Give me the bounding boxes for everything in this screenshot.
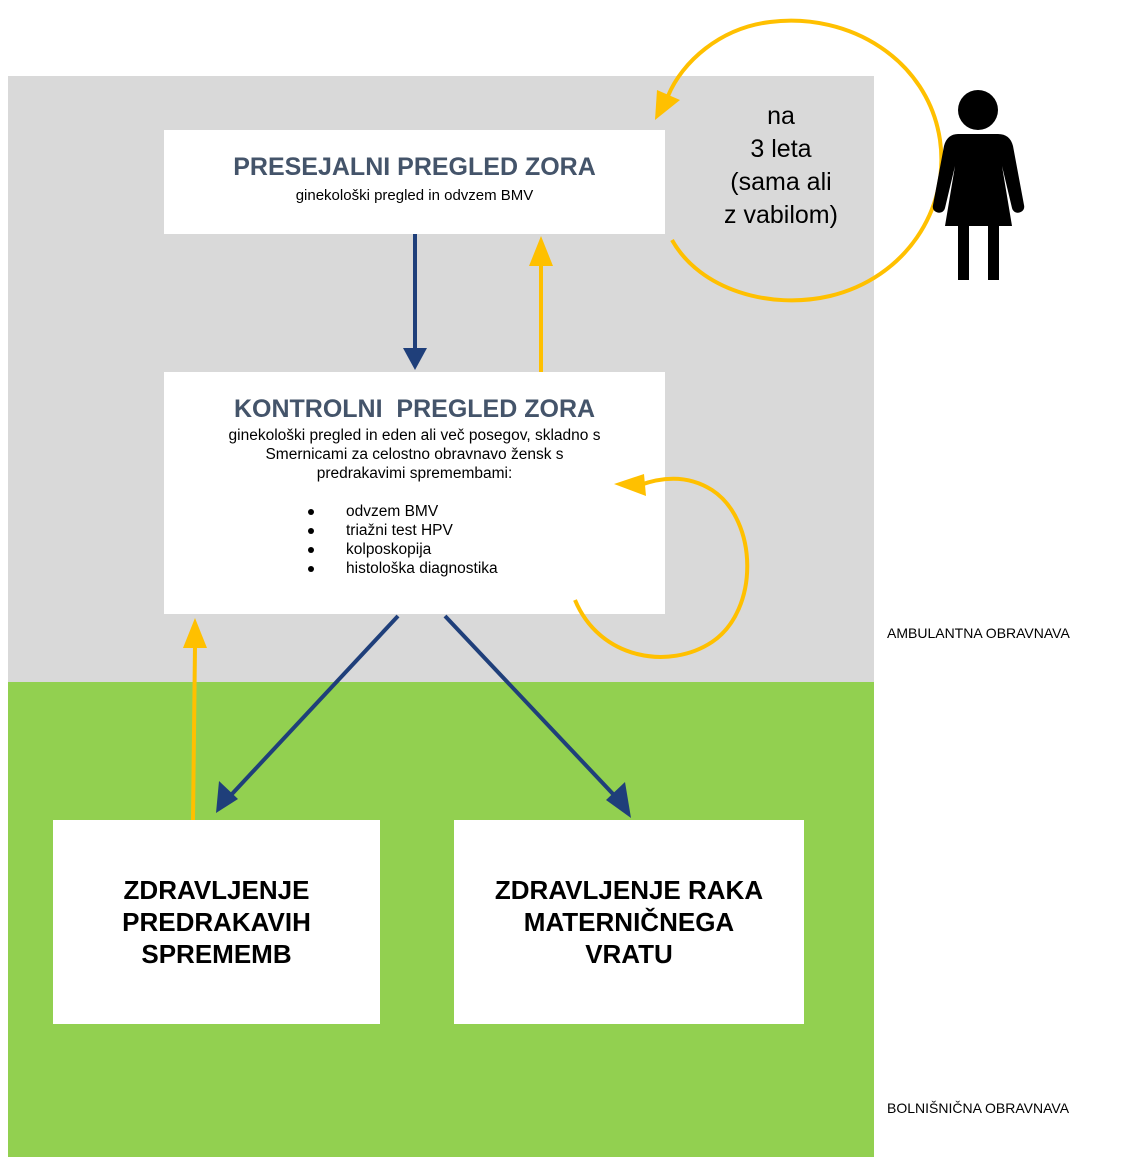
list-item-label: odvzem BMV	[346, 503, 439, 520]
arrow-kontrolni-to-predrakavih	[216, 614, 400, 813]
interval-label: na 3 leta (sama ali z vabilom)	[724, 102, 838, 229]
presejalni-title: PRESEJALNI PREGLED ZORA	[233, 153, 596, 181]
list-item: odvzem BMV	[306, 502, 498, 521]
loop-kontrolni-arrow	[573, 474, 750, 659]
presejalni-subtitle: ginekološki pregled in odvzem BMV	[295, 187, 534, 204]
kontrolni-title: KONTROLNI PREGLED ZORA	[233, 395, 596, 423]
bullet-icon	[308, 528, 314, 534]
predrakavih-title: ZDRAVLJENJE PREDRAKAVIH SPREMEMB	[122, 875, 311, 969]
kontrolni-box: KONTROLNI PREGLED ZORA ginekološki pregl…	[164, 372, 665, 614]
kontrolni-description: ginekološki pregled in eden ali več pose…	[228, 427, 601, 482]
list-item: kolposkopija	[306, 540, 498, 559]
list-item-label: triažni test HPV	[346, 522, 453, 539]
ambulantna-label: AMBULANTNA OBRAVNAVA	[887, 625, 1070, 641]
bolnisnicna-label: BOLNIŠNIČNA OBRAVNAVA	[887, 1100, 1070, 1116]
list-item-label: kolposkopija	[346, 541, 432, 558]
loop-screening-interval-arrow	[655, 18, 944, 303]
woman-icon	[932, 90, 1025, 280]
bullet-icon	[308, 566, 314, 572]
kontrolni-list: odvzem BMV triažni test HPV kolposkopija…	[306, 502, 498, 578]
presejalni-box: PRESEJALNI PREGLED ZORA ginekološki preg…	[164, 130, 665, 234]
list-item-label: histološka diagnostika	[346, 560, 498, 577]
bullet-icon	[308, 509, 314, 515]
raka-box: ZDRAVLJENJE RAKA MATERNIČNEGA VRATU	[454, 820, 804, 1024]
arrow-kontrolni-to-raka	[443, 614, 631, 818]
list-item: triažni test HPV	[306, 521, 498, 540]
arrow-presejalni-to-kontrolni	[403, 234, 427, 370]
list-item: histološka diagnostika	[306, 559, 498, 578]
arrow-predrakavih-to-kontrolni	[183, 618, 207, 821]
bullet-icon	[308, 547, 314, 553]
predrakavih-box: ZDRAVLJENJE PREDRAKAVIH SPREMEMB	[53, 820, 380, 1024]
raka-title: ZDRAVLJENJE RAKA MATERNIČNEGA VRATU	[494, 875, 764, 969]
arrow-kontrolni-to-presejalni	[529, 236, 553, 372]
